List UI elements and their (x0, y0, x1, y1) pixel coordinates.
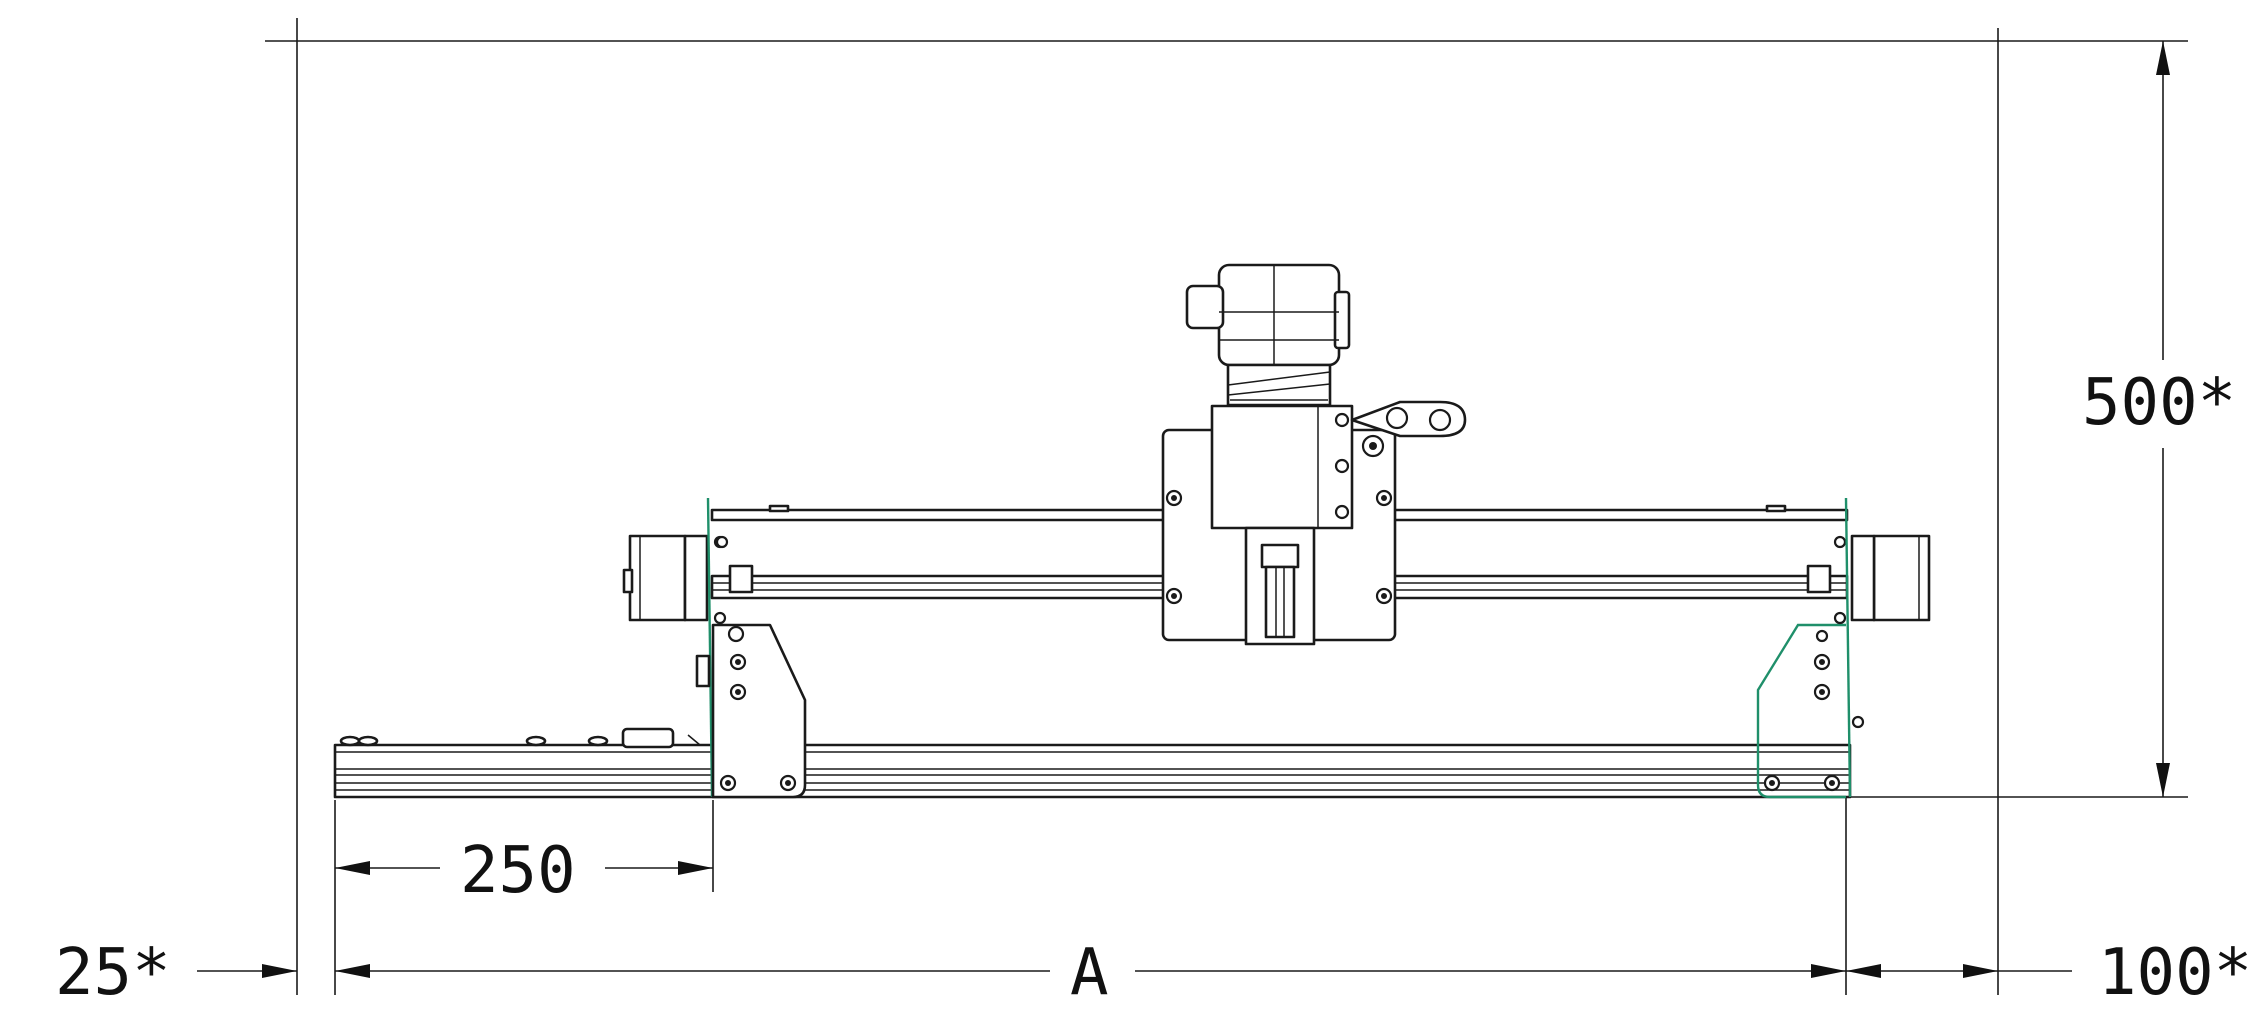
extension-lines (265, 18, 2188, 995)
dimension-labels: 500* 250 25* A 100* (55, 366, 2252, 1010)
dimension-working-width-label: A (1070, 936, 1109, 1010)
dimension-lines (197, 41, 2170, 978)
right-stepper-motor (1833, 534, 1931, 622)
spindle-router (1185, 263, 1351, 407)
dimension-height-label: 500* (2082, 366, 2236, 440)
left-side-plate (695, 497, 807, 799)
dimension-right-margin-label: 100* (2098, 936, 2252, 1010)
right-side-plate (1756, 497, 1865, 799)
dimension-left-rail-label: 250 (460, 834, 576, 908)
carriage-assembly (1161, 400, 1467, 646)
cnc-machine (333, 263, 1931, 799)
base-rail (333, 727, 1852, 799)
dimension-left-margin-label: 25* (55, 936, 171, 1010)
